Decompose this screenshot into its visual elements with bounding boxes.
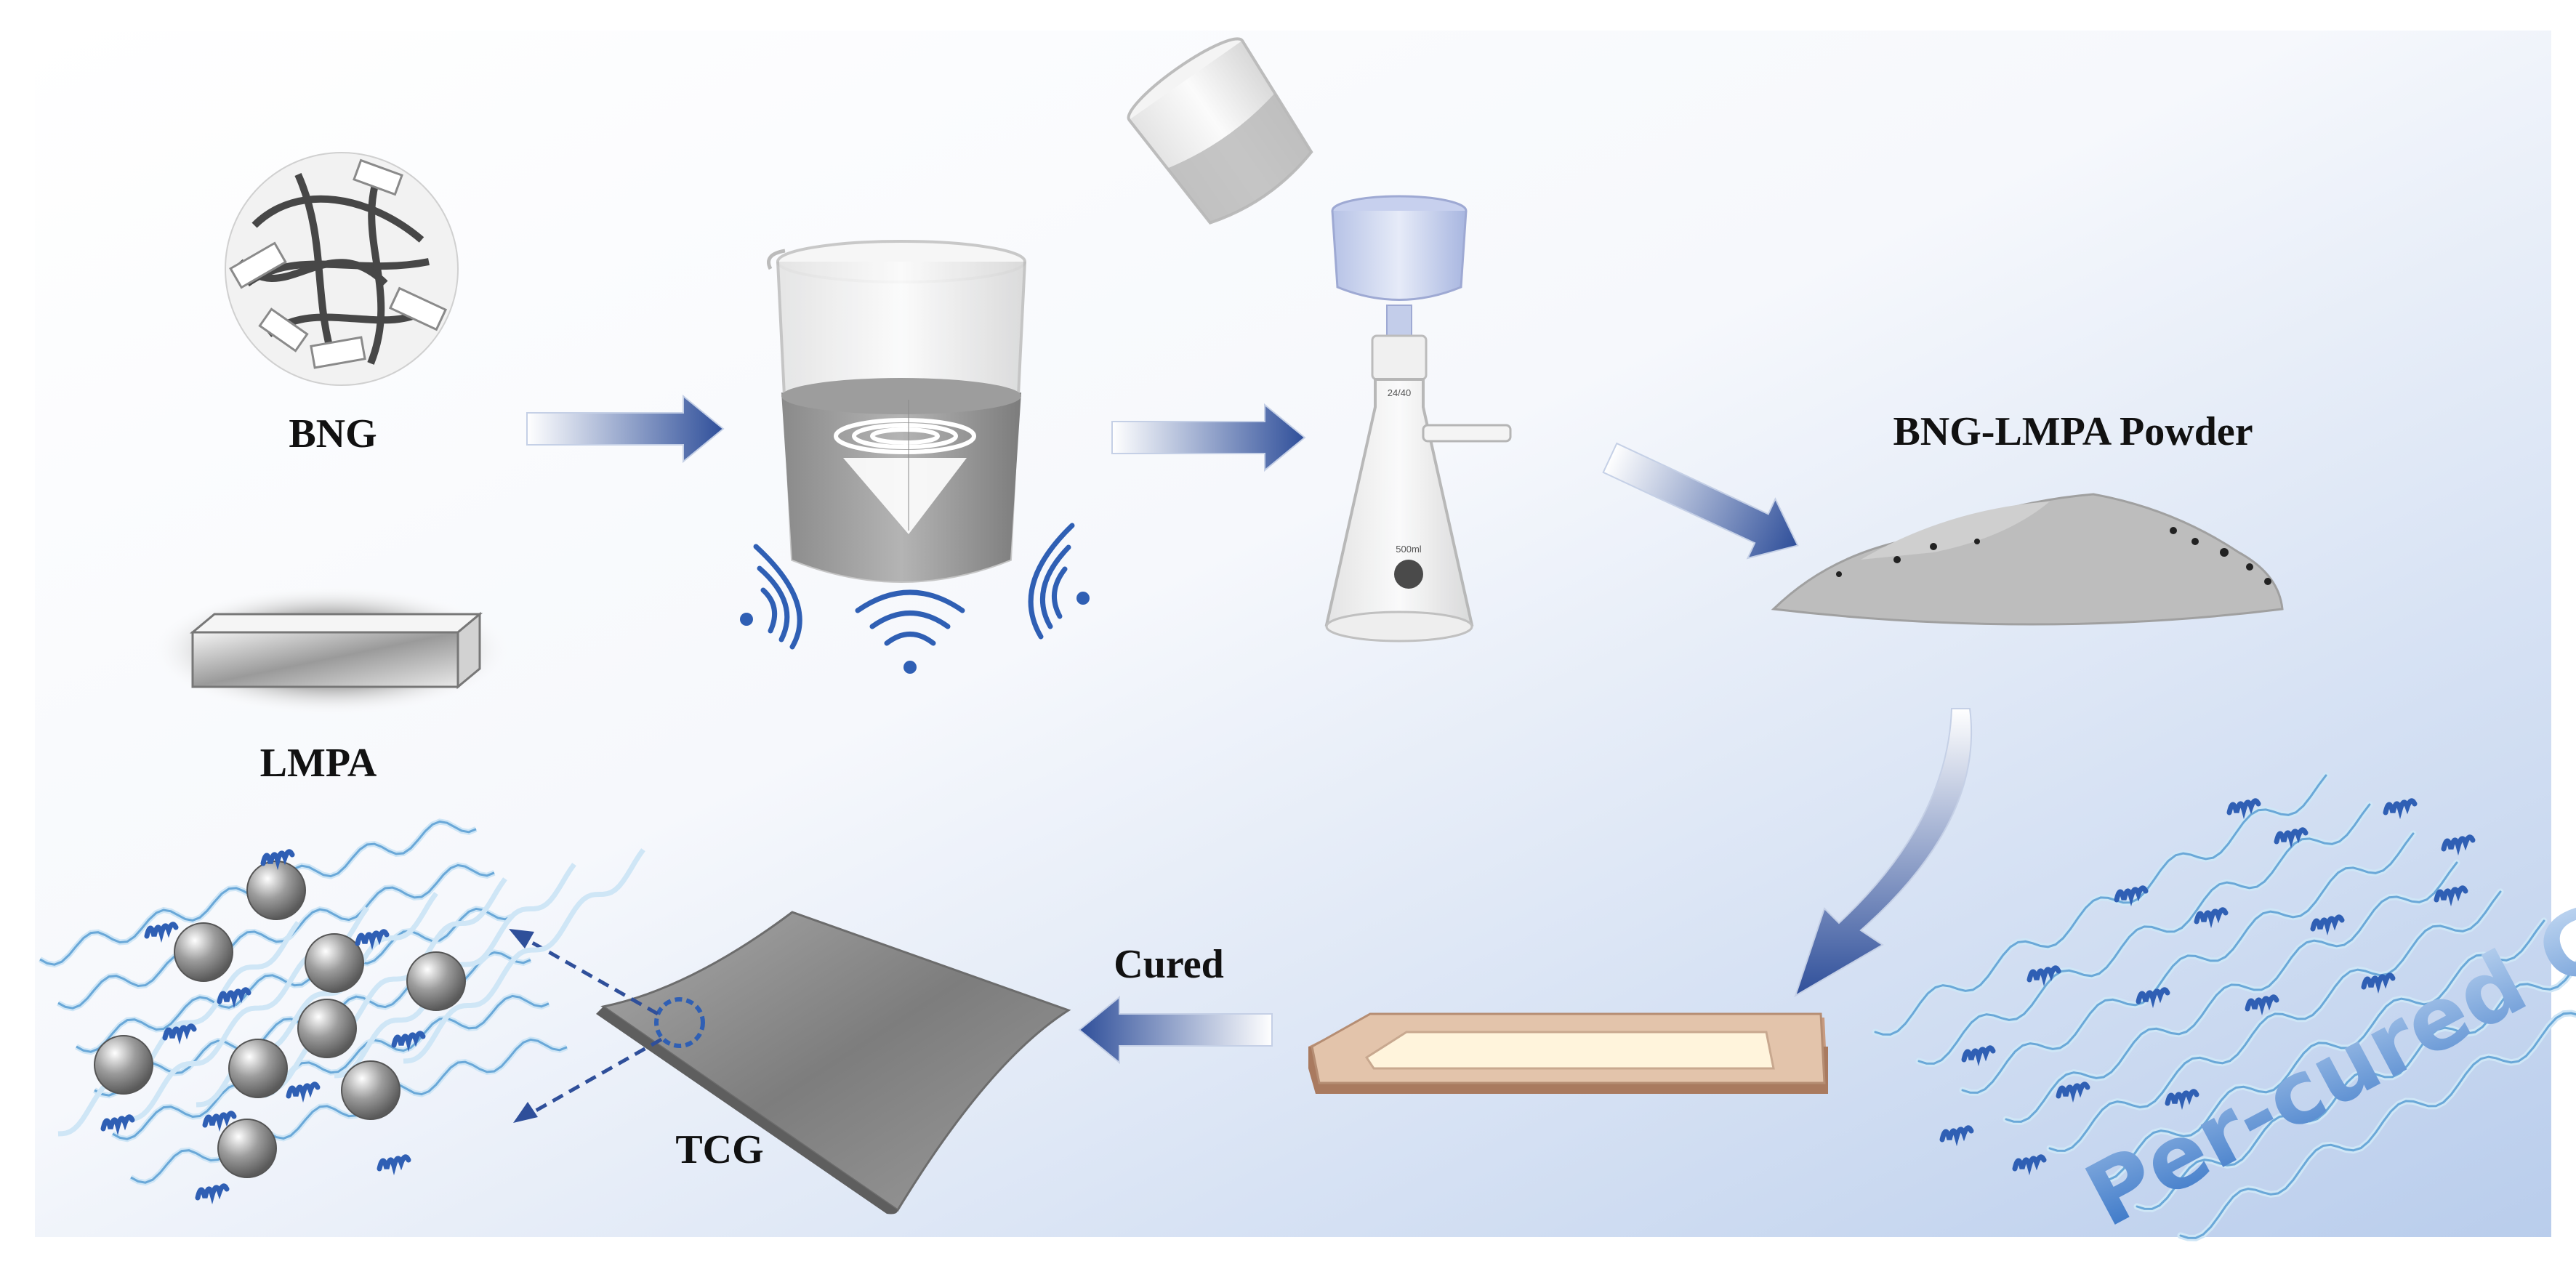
chain-segment-icon bbox=[2114, 885, 2149, 907]
chain-segment-icon bbox=[217, 987, 251, 1009]
arrow-to-beaker bbox=[526, 394, 725, 464]
zoom-line-top bbox=[522, 935, 659, 1016]
arrow-to-powder bbox=[1602, 442, 1799, 560]
pouring-beaker-icon bbox=[1127, 37, 1313, 225]
lmpa-particle bbox=[228, 1039, 288, 1098]
cured-label: Cured bbox=[1114, 942, 1223, 987]
bng-nanosheet-ball-icon bbox=[225, 152, 459, 386]
chain-segment-icon bbox=[2274, 827, 2309, 849]
chain-segment-icon bbox=[2165, 1089, 2199, 1111]
lmpa-particle bbox=[94, 1035, 153, 1095]
lmpa-particle bbox=[341, 1060, 401, 1120]
chain-segment-icon bbox=[391, 1031, 426, 1052]
chain-segment-icon bbox=[2136, 987, 2170, 1009]
chain-segment-icon bbox=[1961, 1045, 1996, 1067]
chain-segment-icon bbox=[202, 1111, 237, 1132]
chain-segment-icon bbox=[2194, 907, 2229, 929]
filter-flask-icon: 24/40 500ml bbox=[1324, 195, 1512, 642]
powder-label: BNG-LMPA Powder bbox=[1893, 409, 2253, 454]
chain-segment-icon bbox=[286, 1081, 321, 1103]
network-crosslink bbox=[403, 848, 645, 1064]
polymer-chain-icon bbox=[1872, 772, 2576, 1241]
chain-segment-icon bbox=[2434, 885, 2468, 907]
network-chain-outline bbox=[130, 1038, 568, 1184]
network-icon bbox=[39, 818, 645, 1205]
polymer-chain-outline bbox=[1961, 832, 2415, 1094]
chain-segment-icon bbox=[2226, 798, 2261, 820]
sheet-icon bbox=[509, 911, 1071, 1214]
lmpa-particle bbox=[305, 933, 364, 993]
network-chain-outline bbox=[76, 907, 513, 1053]
tcg-label: TCG bbox=[675, 1127, 763, 1172]
chain-segment-icon bbox=[100, 1114, 135, 1136]
arrow-to-mold bbox=[1794, 708, 1973, 998]
lmpa-particle bbox=[246, 861, 306, 920]
chain-segment-icon bbox=[355, 929, 390, 951]
lmpa-particle bbox=[217, 1119, 277, 1178]
powder-pile-icon bbox=[1771, 493, 2284, 626]
beaker-vortex-icon bbox=[767, 240, 1026, 583]
arrow-cured bbox=[1078, 995, 1273, 1065]
flask-joint-mark: 24/40 bbox=[1388, 387, 1412, 398]
polymer-chain-outline bbox=[2136, 964, 2576, 1210]
zoom-circle bbox=[654, 997, 705, 1048]
chain-segment-icon bbox=[195, 1183, 230, 1205]
chain-segment-icon bbox=[1939, 1125, 1974, 1147]
chain-segment-icon bbox=[144, 922, 179, 943]
chain-segment-icon bbox=[2383, 798, 2418, 820]
chain-segment-icon bbox=[2056, 1081, 2090, 1103]
chain-segment-icon bbox=[162, 1023, 197, 1045]
chain-segment-icon bbox=[2245, 994, 2279, 1016]
network-chain-outline bbox=[112, 994, 550, 1140]
chain-segment-icon bbox=[377, 1154, 411, 1176]
polymer-chain-outline bbox=[1917, 803, 2371, 1065]
network-crosslink bbox=[265, 877, 507, 1093]
polymer-chain-outline bbox=[2005, 861, 2458, 1123]
arrow-to-flask bbox=[1111, 403, 1306, 472]
chain-segment-icon bbox=[2361, 972, 2396, 994]
mold-tray-icon bbox=[1308, 1012, 1828, 1094]
network-chain-outline bbox=[57, 863, 495, 1010]
polymer-chain-outline bbox=[2179, 1012, 2576, 1239]
chain-segment-icon bbox=[260, 849, 295, 871]
polymer-chain-outline bbox=[2092, 919, 2545, 1181]
chain-segment-icon bbox=[2012, 1154, 2047, 1176]
lmpa-particle bbox=[297, 999, 357, 1058]
chain-segment-icon bbox=[2441, 834, 2476, 856]
chain-segment-icon bbox=[2026, 965, 2061, 987]
flask-volume-mark: 500ml bbox=[1396, 544, 1422, 555]
lmpa-bar-icon bbox=[149, 585, 512, 716]
lmpa-label: LMPA bbox=[260, 741, 377, 786]
polymer-chain-outline bbox=[2048, 890, 2502, 1152]
chain-segment-icon bbox=[2310, 914, 2345, 936]
zoom-line-bottom bbox=[526, 1037, 663, 1118]
ultrasound-wave-icon bbox=[740, 523, 1090, 674]
lmpa-particle bbox=[174, 922, 233, 982]
polymer-chain-outline bbox=[1874, 774, 2327, 1036]
bng-label: BNG bbox=[289, 411, 377, 456]
lmpa-particle bbox=[406, 951, 466, 1011]
network-crosslink bbox=[57, 921, 300, 1137]
